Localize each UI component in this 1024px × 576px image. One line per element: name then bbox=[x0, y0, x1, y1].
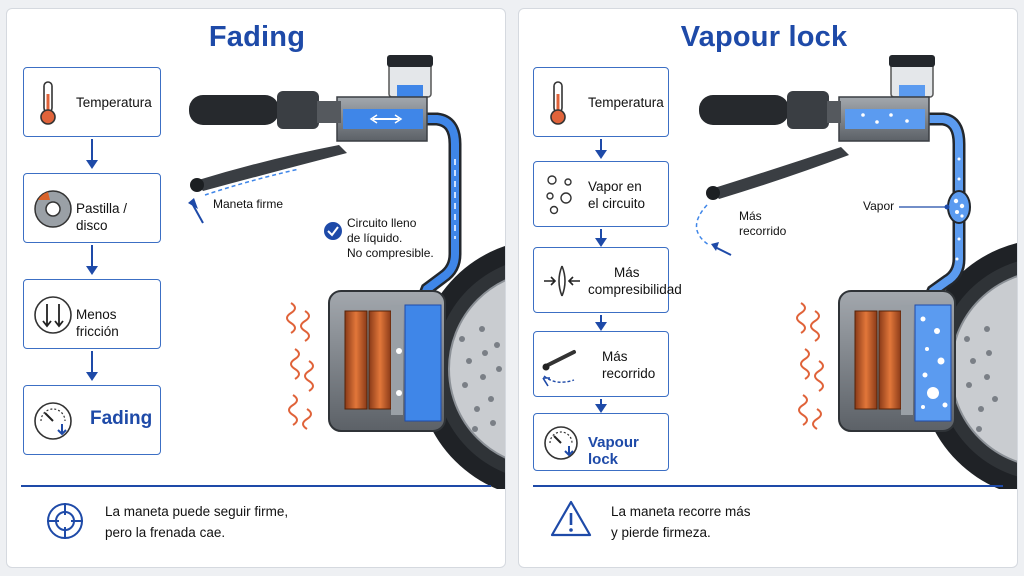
flow-arrow bbox=[595, 229, 607, 247]
step-label: Pastilla / disco bbox=[76, 201, 128, 233]
step-temperature: Temperatura bbox=[533, 67, 669, 137]
lever-callout: Maneta firme bbox=[213, 197, 284, 211]
step-fading: Fading bbox=[23, 385, 161, 455]
heat-waves bbox=[796, 302, 824, 430]
step-label-2: compresibilidad bbox=[588, 282, 682, 297]
vapor-callout: Vapor bbox=[863, 199, 895, 213]
step-vapor-circuit: Vapor en el circuito bbox=[533, 161, 669, 227]
bubbles-icon bbox=[546, 175, 572, 215]
gauge-down-icon bbox=[34, 402, 72, 440]
lever-travel-icon bbox=[542, 350, 576, 387]
thermometer-icon bbox=[550, 81, 566, 125]
step-temperature: Temperatura bbox=[23, 67, 161, 137]
brake-line bbox=[909, 112, 971, 312]
step-less-friction: Menos fricción bbox=[23, 279, 161, 349]
gauge-down-icon bbox=[544, 426, 578, 460]
master-cylinder bbox=[336, 55, 433, 142]
brake-line bbox=[407, 112, 462, 312]
flow-arrow bbox=[595, 139, 607, 159]
down-arrows-icon bbox=[34, 296, 72, 334]
step-label-1: Vapor en bbox=[588, 179, 642, 194]
step-label: Menos fricción bbox=[76, 307, 119, 339]
note-line-1: La maneta puede seguir firme, bbox=[105, 504, 289, 519]
divider bbox=[21, 485, 491, 487]
heat-waves bbox=[286, 302, 314, 430]
step-label: Vapour lock bbox=[588, 434, 639, 468]
circuit-callout-2: de líquido. bbox=[347, 231, 403, 245]
flow-arrow bbox=[86, 139, 98, 169]
check-icon bbox=[324, 222, 342, 240]
flow-arrow bbox=[595, 315, 607, 331]
circuit-callout-3: No compresible. bbox=[347, 246, 434, 260]
compression-icon bbox=[544, 265, 580, 297]
brake-system-illustration bbox=[695, 55, 1017, 489]
step-label-1: Más bbox=[614, 265, 640, 280]
step-more-travel: Más recorrido bbox=[533, 331, 669, 397]
step-vapour-lock: Vapour lock bbox=[533, 413, 669, 471]
master-cylinder bbox=[838, 55, 935, 142]
step-pad-disc: Pastilla / disco bbox=[23, 173, 161, 243]
thermometer-icon bbox=[40, 81, 56, 125]
circuit-callout-1: Circuito lleno bbox=[347, 216, 417, 230]
note-line-1: La maneta recorre más bbox=[611, 504, 751, 519]
panel-title: Fading bbox=[208, 21, 306, 53]
brake-caliper bbox=[838, 290, 956, 432]
handlebar bbox=[695, 91, 849, 246]
step-label-1: Más bbox=[602, 349, 628, 364]
fading-panel: Fading bbox=[6, 8, 506, 568]
target-icon bbox=[47, 503, 83, 539]
step-label: Fading bbox=[90, 408, 153, 429]
step-label-2: el circuito bbox=[588, 196, 646, 211]
handlebar bbox=[189, 91, 347, 196]
brake-system-illustration bbox=[188, 55, 505, 489]
travel-callout-2: recorrido bbox=[739, 224, 787, 238]
step-label-2: recorrido bbox=[602, 366, 656, 381]
warning-icon bbox=[550, 500, 592, 537]
vapour-lock-panel: Vapour lock bbox=[518, 8, 1018, 568]
flow-arrow bbox=[86, 351, 98, 381]
note-line-2: pero la frenada cae. bbox=[105, 525, 226, 540]
panel-title: Vapour lock bbox=[680, 21, 848, 53]
travel-callout-1: Más bbox=[739, 209, 762, 223]
step-label: Temperatura bbox=[76, 95, 152, 110]
step-compressibility: Más compresibilidad bbox=[533, 247, 682, 313]
divider bbox=[533, 485, 1003, 487]
brake-caliper bbox=[328, 290, 446, 432]
flow-arrow bbox=[86, 245, 98, 275]
step-label: Temperatura bbox=[588, 95, 664, 110]
brake-disc-icon bbox=[34, 190, 72, 228]
note-line-2: y pierde firmeza. bbox=[611, 525, 711, 540]
flow-arrow bbox=[595, 399, 607, 413]
